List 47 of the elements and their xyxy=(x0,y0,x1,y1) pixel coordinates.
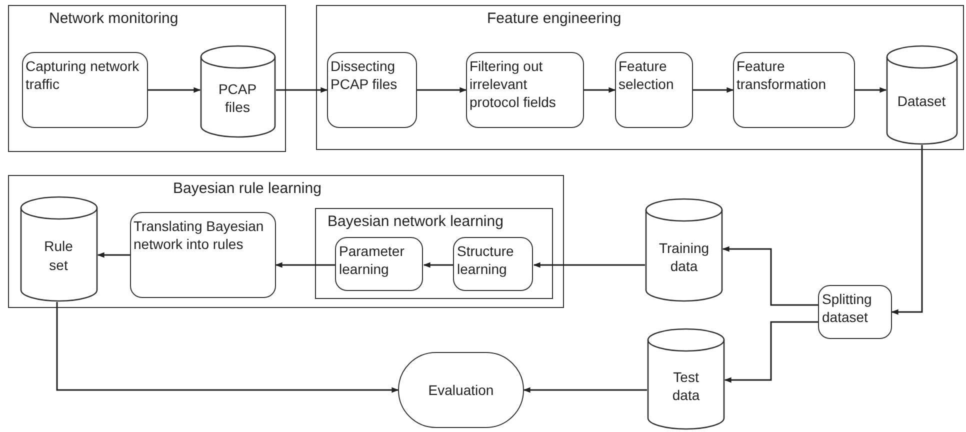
node-label: PCAP files xyxy=(217,80,258,116)
node-label: Rule set xyxy=(43,237,74,274)
node-label: Test data xyxy=(671,368,701,404)
group-frame xyxy=(316,5,964,150)
node-label: Splitting dataset xyxy=(822,290,873,326)
node-label: Filtering out irrelevant protocol fields xyxy=(470,56,557,112)
process-box xyxy=(326,52,416,128)
process-box xyxy=(818,285,892,339)
group-title: Network monitoring xyxy=(49,10,178,27)
node-label: Capturing network traffic xyxy=(26,56,140,93)
arrow xyxy=(584,87,616,93)
arrow xyxy=(523,387,647,393)
group-frame xyxy=(8,175,564,308)
group-title: Feature engineering xyxy=(487,10,622,27)
group-title: Bayesian rule learning xyxy=(173,180,322,197)
arrow xyxy=(417,87,467,93)
arrow xyxy=(56,302,399,393)
node-label: Structure learning xyxy=(457,242,515,278)
arrow xyxy=(276,87,328,93)
arrow xyxy=(97,252,130,258)
node-label: Feature transformation xyxy=(736,56,827,93)
arrow xyxy=(693,87,734,93)
arrow xyxy=(855,87,887,93)
arrow xyxy=(533,262,645,268)
arrow xyxy=(722,246,818,306)
node-label: Training data xyxy=(658,238,710,276)
process-box xyxy=(732,52,854,128)
node-label: Dissecting PCAP files xyxy=(330,56,398,93)
group-frame xyxy=(314,208,552,298)
group-frame xyxy=(8,5,286,152)
node-label: Translating Bayesian network into rules xyxy=(134,216,265,253)
arrow xyxy=(724,321,818,383)
node-label: Evaluation xyxy=(428,380,494,400)
process-box xyxy=(466,52,584,128)
group-title: Bayesian network learning xyxy=(328,212,504,230)
node-label: Dataset xyxy=(897,92,946,111)
process-box xyxy=(130,212,276,298)
arrow xyxy=(423,262,454,268)
node-label: Parameter learning xyxy=(339,242,406,278)
process-box xyxy=(453,237,533,291)
node-label: Feature selection xyxy=(618,56,675,93)
process-box xyxy=(335,237,423,291)
arrow xyxy=(275,262,336,268)
arrow xyxy=(891,145,923,315)
arrow xyxy=(148,87,201,93)
process-box xyxy=(22,52,148,128)
process-box xyxy=(614,52,692,128)
